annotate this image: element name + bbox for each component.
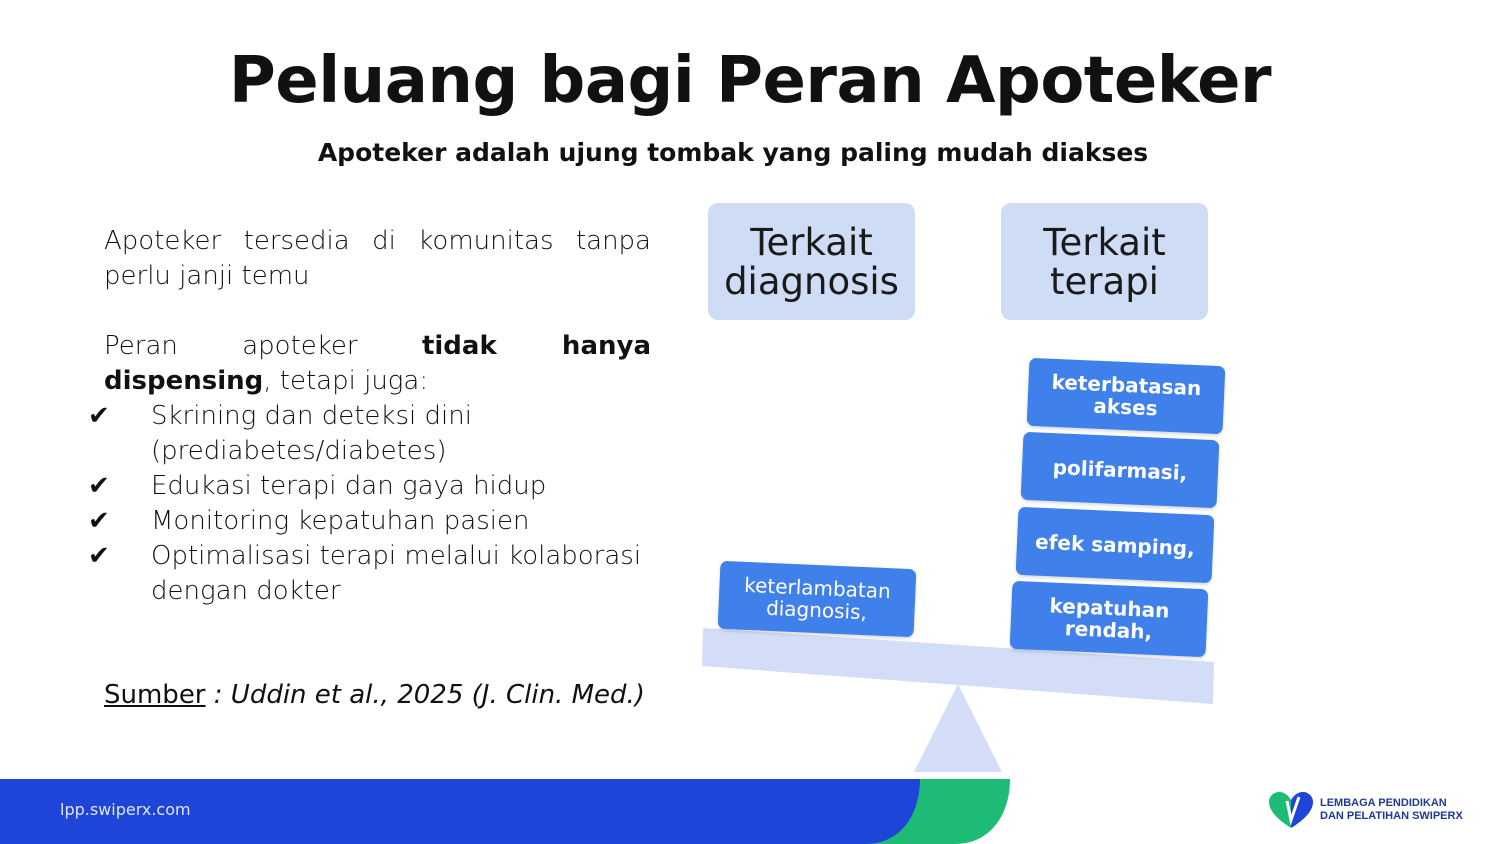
- checklist-item-text: Monitoring kepatuhan pasien: [151, 506, 530, 536]
- diagnosis-category-box: Terkait diagnosis: [708, 203, 915, 320]
- therapy-category-box: Terkait terapi: [1001, 203, 1208, 320]
- source-citation: Sumber : Uddin et al., 2025 (J. Clin. Me…: [104, 678, 645, 713]
- left-text-column: Apoteker tersedia di komunitas tanpa per…: [88, 224, 651, 609]
- checklist-item-text: Edukasi terapi dan gaya hidup: [151, 471, 547, 501]
- scale-fulcrum: [914, 684, 1002, 772]
- check-icon: ✔: [88, 541, 110, 571]
- balance-scale-graphic: [702, 628, 1214, 772]
- role-suffix: , tetapi juga:: [263, 366, 429, 396]
- logo-text: LEMBAGA PENDIDIKAN DAN PELATIHAN SWIPERX: [1320, 797, 1463, 822]
- source-label: Sumber: [104, 680, 206, 710]
- availability-paragraph: Apoteker tersedia di komunitas tanpa per…: [104, 226, 651, 291]
- therapy-block-polypharmacy: polifarmasi,: [1020, 431, 1220, 509]
- check-icon: ✔: [88, 401, 110, 431]
- slide-title: Peluang bagi Peran Apoteker: [228, 44, 1272, 118]
- role-paragraph: Peran apoteker tidak hanya dispensing, t…: [104, 329, 651, 399]
- diagnosis-block-delay: keterlambatan diagnosis,: [717, 560, 917, 638]
- slide-subtitle: Apoteker adalah ujung tombak yang paling…: [317, 138, 1149, 167]
- role-prefix: Peran apoteker: [104, 331, 422, 361]
- swiperx-logo: LEMBAGA PENDIDIKAN DAN PELATIHAN SWIPERX: [1268, 790, 1463, 830]
- footer-url: lpp.swiperx.com: [60, 800, 191, 819]
- scale-beam: [702, 628, 1214, 704]
- footer-blue-wave: [0, 779, 920, 844]
- therapy-block-side-effects: efek samping,: [1015, 506, 1215, 584]
- checklist-item: ✔ Edukasi terapi dan gaya hidup: [88, 469, 651, 504]
- role-checklist: ✔ Skrining dan deteksi dini (prediabetes/…: [88, 399, 651, 609]
- checklist-item: ✔ Skrining dan deteksi dini (prediabetes/…: [88, 399, 651, 469]
- check-icon: ✔: [88, 506, 110, 536]
- checklist-item: ✔ Optimalisasi terapi melalui kolaborasi …: [88, 539, 651, 609]
- checklist-item-text: Optimalisasi terapi melalui kolaborasi d…: [151, 541, 642, 606]
- checklist-item: ✔ Monitoring kepatuhan pasien: [88, 504, 651, 539]
- check-icon: ✔: [88, 471, 110, 501]
- therapy-block-adherence: kepatuhan rendah,: [1009, 580, 1209, 658]
- role-bold: tidak hanya dispensing: [104, 331, 651, 396]
- source-reference: : Uddin et al., 2025 (J. Clin. Med.): [205, 680, 645, 710]
- therapy-block-access: keterbatasan akses: [1026, 357, 1226, 435]
- footer-band: [0, 779, 1010, 844]
- heart-logo-icon: [1269, 792, 1313, 828]
- checklist-item-text: Skrining dan deteksi dini (prediabetes/d…: [151, 401, 472, 466]
